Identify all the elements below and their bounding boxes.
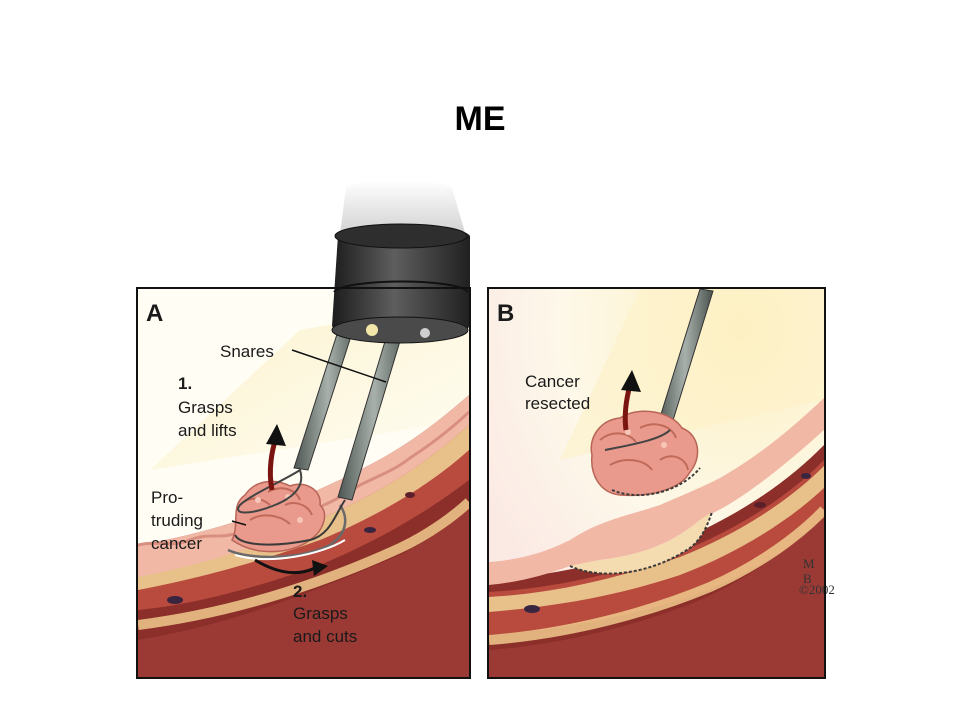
panel-a-frame (136, 287, 471, 679)
signature-year: ©2002 (799, 582, 835, 597)
step2-line2: and cuts (293, 627, 357, 646)
step1-line2: and lifts (178, 421, 237, 440)
panel-b-letter: B (497, 300, 514, 327)
cancer-label-line3: cancer (151, 534, 202, 553)
endoscope (331, 180, 470, 344)
snares-label: Snares (220, 342, 274, 361)
resected-arrow (621, 370, 641, 431)
panel-a: A Snares 1. Grasps and lifts Pro- trudin… (136, 180, 471, 679)
signature-b: B (803, 571, 812, 586)
step1-line1: Grasps (178, 398, 233, 417)
panel-b: B Cancer resected M B ©2002 (487, 287, 835, 679)
signature-m: M (803, 556, 815, 571)
panel-a-letter: A (146, 300, 163, 327)
step2-number: 2. (293, 582, 307, 601)
resected-cancer (590, 410, 701, 497)
slide-title: ME (454, 100, 506, 138)
cancer-label-line1: Pro- (151, 488, 183, 507)
lift-arrow (266, 424, 286, 491)
cancer-label-line2: truding (151, 511, 203, 530)
resected-label-line1: Cancer (525, 372, 580, 391)
protruding-cancer (231, 480, 326, 553)
step1-number: 1. (178, 374, 192, 393)
panel-b-frame (487, 287, 826, 679)
cut-arrow (254, 558, 328, 576)
resected-label-line2: resected (525, 394, 590, 413)
step2-line1: Grasps (293, 604, 348, 623)
